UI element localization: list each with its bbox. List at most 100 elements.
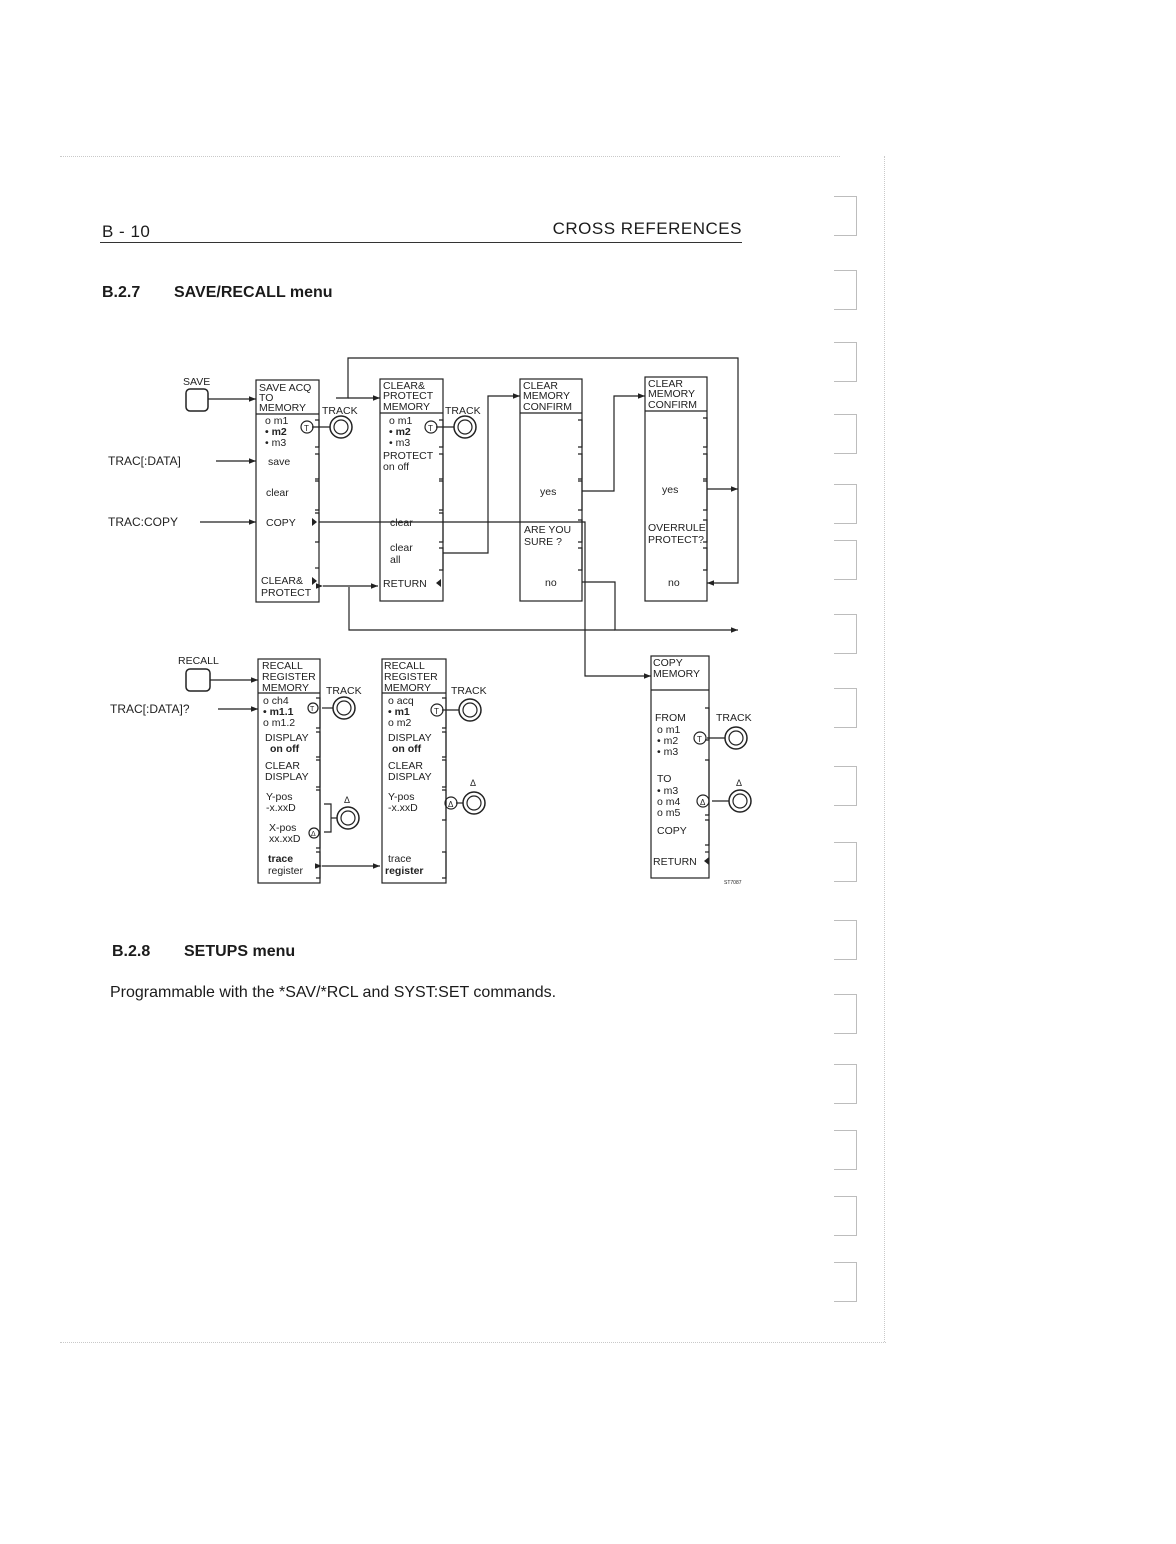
recall-register-2-clear-display-1: CLEAR (388, 760, 423, 772)
binder-tab (834, 842, 857, 882)
recall-register-2-display: DISPLAY (388, 732, 432, 744)
binder-tab (834, 484, 857, 524)
clear-confirm-2-no: no (668, 577, 680, 589)
recall-register-2-ypos-2: -x.xxD (388, 802, 418, 814)
clear-confirm-2-title-1: CLEAR (648, 378, 683, 390)
chapter-title: CROSS REFERENCES (552, 219, 742, 238)
copy-memory-panel (650, 655, 710, 879)
copy-memory-to-3: o m5 (657, 807, 681, 819)
copy-memory-to: TO (657, 773, 671, 785)
clear-confirm-question-2: SURE ? (524, 536, 562, 548)
clear-confirm-2-title-3: CONFIRM (648, 399, 697, 411)
save-acq-title-3: MEMORY (259, 402, 306, 414)
clear-protect-title-3: MEMORY (383, 401, 430, 413)
recall-register-2-mode-2: register (385, 865, 424, 877)
recall-register-mem-3: o m1.2 (263, 717, 295, 729)
recall-register-2-display-state: on off (392, 743, 422, 755)
clear-protect-clear-all-2: all (390, 554, 401, 566)
save-acq-mem-1: o m1 (265, 415, 289, 427)
recall-register-2-mem-2: • m1 (388, 706, 410, 718)
save-acq-mem-3: • m3 (265, 437, 286, 449)
binder-tab (834, 1064, 857, 1104)
clear-confirm-question-1: ARE YOU (524, 524, 571, 536)
clear-confirm-2-question-1: OVERRULE (648, 522, 706, 534)
recall-register-2-title-2: REGISTER (384, 671, 438, 683)
binder-tab (834, 414, 857, 454)
clear-confirm-yes: yes (540, 486, 556, 498)
figure-id: ST7087 (724, 880, 742, 886)
delta-symbol: Δ (700, 798, 706, 807)
copy-memory-return: RETURN (653, 856, 697, 868)
binder-tab (834, 196, 857, 236)
track-symbol: T (697, 735, 702, 744)
section-heading-save-recall: B.2.7 SAVE/RECALL menu (102, 284, 333, 302)
section-number: B.2.7 (102, 284, 141, 301)
page-number: B - 10 (102, 222, 151, 241)
track-label: TRACK (322, 405, 358, 417)
clear-protect-title-1: CLEAR& (383, 380, 425, 392)
clear-protect-mem-1: o m1 (389, 415, 413, 427)
clear-protect-clear-all-1: clear (390, 542, 413, 554)
track-label: TRACK (451, 685, 487, 697)
section-heading-setups: B.2.8 SETUPS menu (112, 943, 295, 961)
clear-protect-mem-2: • m2 (389, 426, 411, 438)
recall-register-display: DISPLAY (265, 732, 309, 744)
copy-memory-from-1: o m1 (657, 724, 681, 736)
save-acq-copy: COPY (266, 517, 296, 529)
recall-key-label: RECALL (178, 655, 219, 667)
binder-tab (834, 994, 857, 1034)
clear-confirm-title-3: CONFIRM (523, 401, 572, 413)
binder-tab (834, 614, 857, 654)
save-acq-clear-protect-1: CLEAR& (261, 575, 303, 587)
binder-tab (834, 1130, 857, 1170)
recall-register-mem-1: o ch4 (263, 695, 289, 707)
binder-tab (834, 540, 857, 580)
recall-register-2-mem-1: o acq (388, 695, 414, 707)
clear-confirm-title-1: CLEAR (523, 380, 558, 392)
clear-confirm-2-question-2: PROTECT? (648, 534, 704, 546)
track-symbol: T (304, 424, 309, 433)
clear-confirm-2-title-2: MEMORY (648, 388, 695, 400)
page-bottom-edge (60, 1342, 886, 1343)
save-acq-clear: clear (266, 487, 289, 499)
recall-register-clear-display-2: DISPLAY (265, 771, 309, 783)
clear-protect-state: on off (383, 461, 409, 473)
page-header: B - 10 CROSS REFERENCES (100, 218, 742, 243)
recall-register-mem-2: • m1.1 (263, 706, 294, 718)
recall-register-2-mem-3: o m2 (388, 717, 412, 729)
section-number: B.2.8 (112, 943, 151, 960)
clear-confirm-2-yes: yes (662, 484, 678, 496)
track-symbol: T (310, 706, 315, 713)
delta-symbol: Δ (311, 831, 316, 838)
track-label: TRACK (445, 405, 481, 417)
recall-register-title-3: MEMORY (262, 682, 309, 694)
trac-data-label: TRAC[:DATA] (108, 454, 181, 468)
recall-register-2-title-3: MEMORY (384, 682, 431, 694)
clear-confirm-no: no (545, 577, 557, 589)
section-title: SETUPS menu (184, 943, 296, 960)
clear-protect-clear: clear (390, 517, 413, 529)
copy-memory-to-2: o m4 (657, 796, 681, 808)
delta-label: Δ (736, 778, 742, 788)
track-label: TRACK (716, 712, 752, 724)
copy-memory-title-1: COPY (653, 657, 683, 669)
track-symbol: T (428, 424, 433, 433)
trac-copy-label: TRAC:COPY (108, 515, 178, 529)
recall-register-mode-2: register (268, 865, 304, 877)
save-acq-save: save (268, 456, 290, 468)
section-title: SAVE/RECALL menu (174, 284, 333, 301)
copy-memory-from-3: • m3 (657, 746, 678, 758)
trac-data-query-label: TRAC[:DATA]? (110, 702, 190, 716)
binder-tab (834, 688, 857, 728)
copy-memory-to-1: • m3 (657, 785, 678, 797)
recall-register-2-mode-1: trace (388, 853, 412, 865)
delta-label: Δ (470, 778, 476, 788)
recall-register-display-state: on off (270, 743, 300, 755)
recall-key (185, 668, 211, 692)
clear-confirm-title-2: MEMORY (523, 390, 570, 402)
recall-register-ypos-1: Y-pos (266, 791, 292, 803)
setups-description: Programmable with the *SAV/*RCL and SYST… (110, 984, 557, 1001)
binder-tab (834, 1196, 857, 1236)
copy-memory-copy: COPY (657, 825, 687, 837)
